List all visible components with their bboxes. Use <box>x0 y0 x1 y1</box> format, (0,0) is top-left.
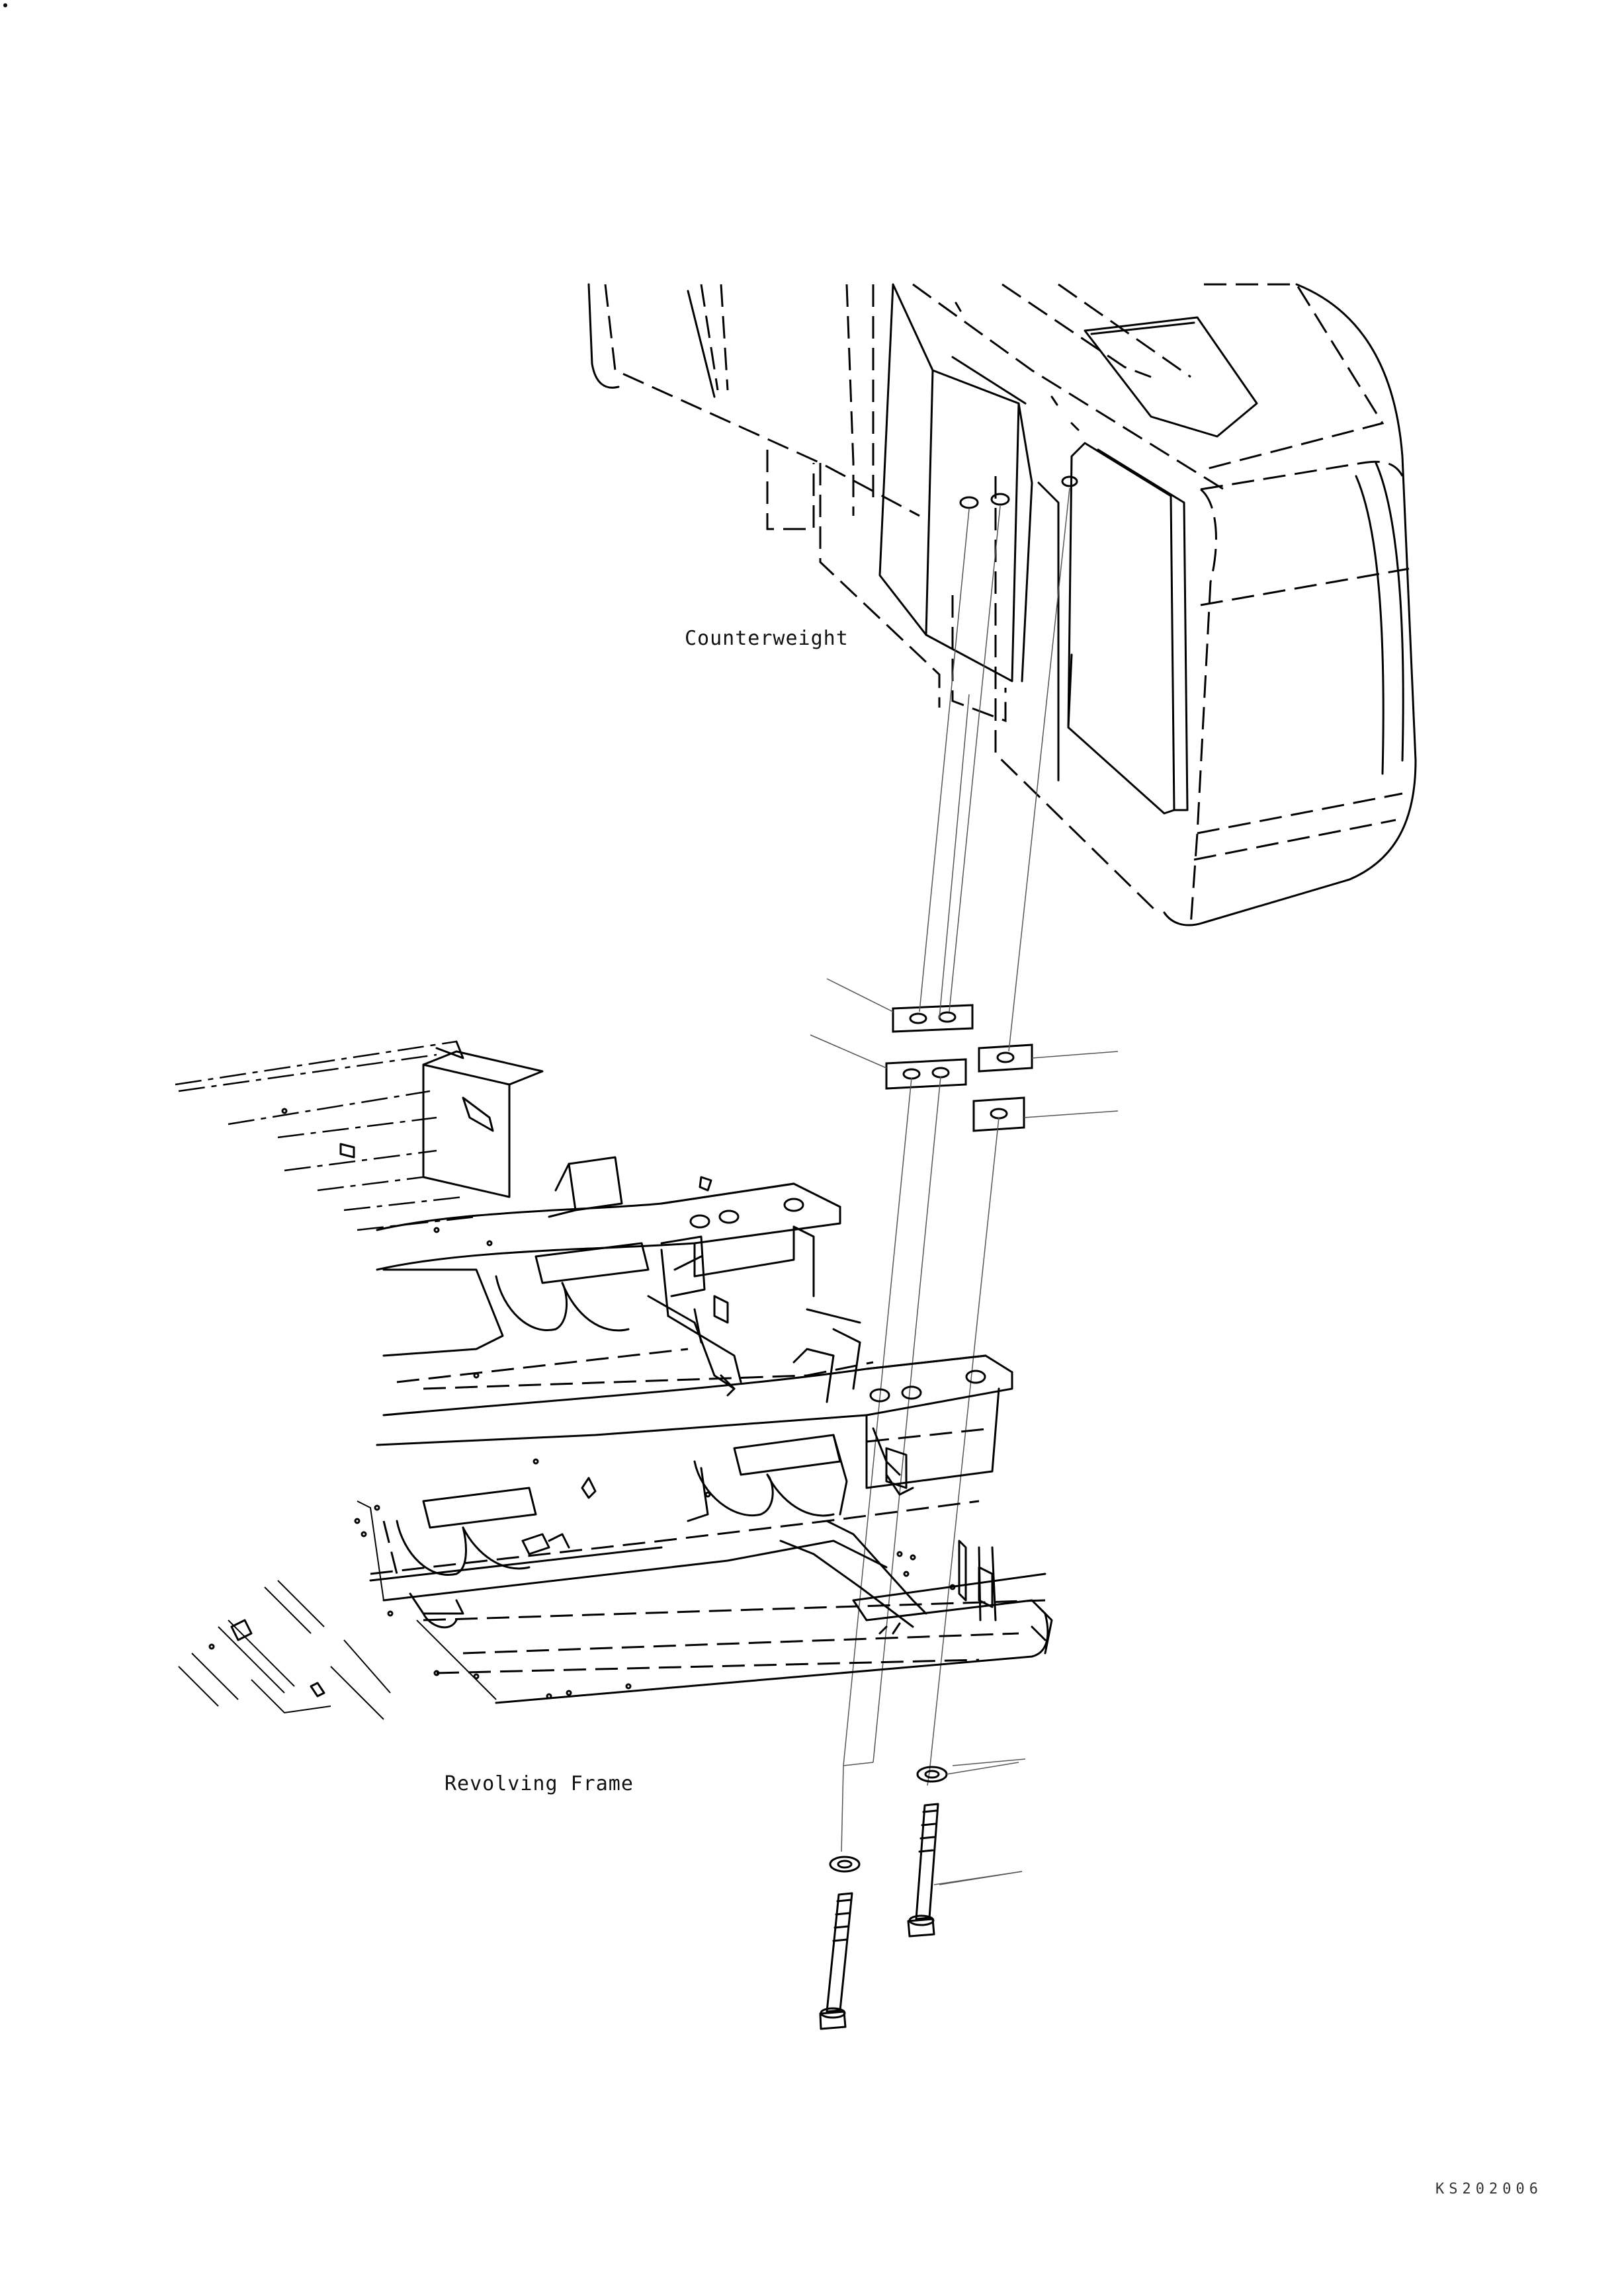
shim-plates <box>810 978 1119 1132</box>
counterweight-drawing <box>587 283 1417 926</box>
revolving-frame-drawing <box>175 1040 1053 1720</box>
alignment-lines <box>841 487 1070 1885</box>
revolving-frame-label: Revolving Frame <box>445 1772 634 1795</box>
counterweight-label: Counterweight <box>685 627 849 650</box>
corner-mark <box>3 3 7 7</box>
bolts-and-washers <box>819 1762 1023 2030</box>
drawing-code: KS202006 <box>1435 2181 1543 2197</box>
